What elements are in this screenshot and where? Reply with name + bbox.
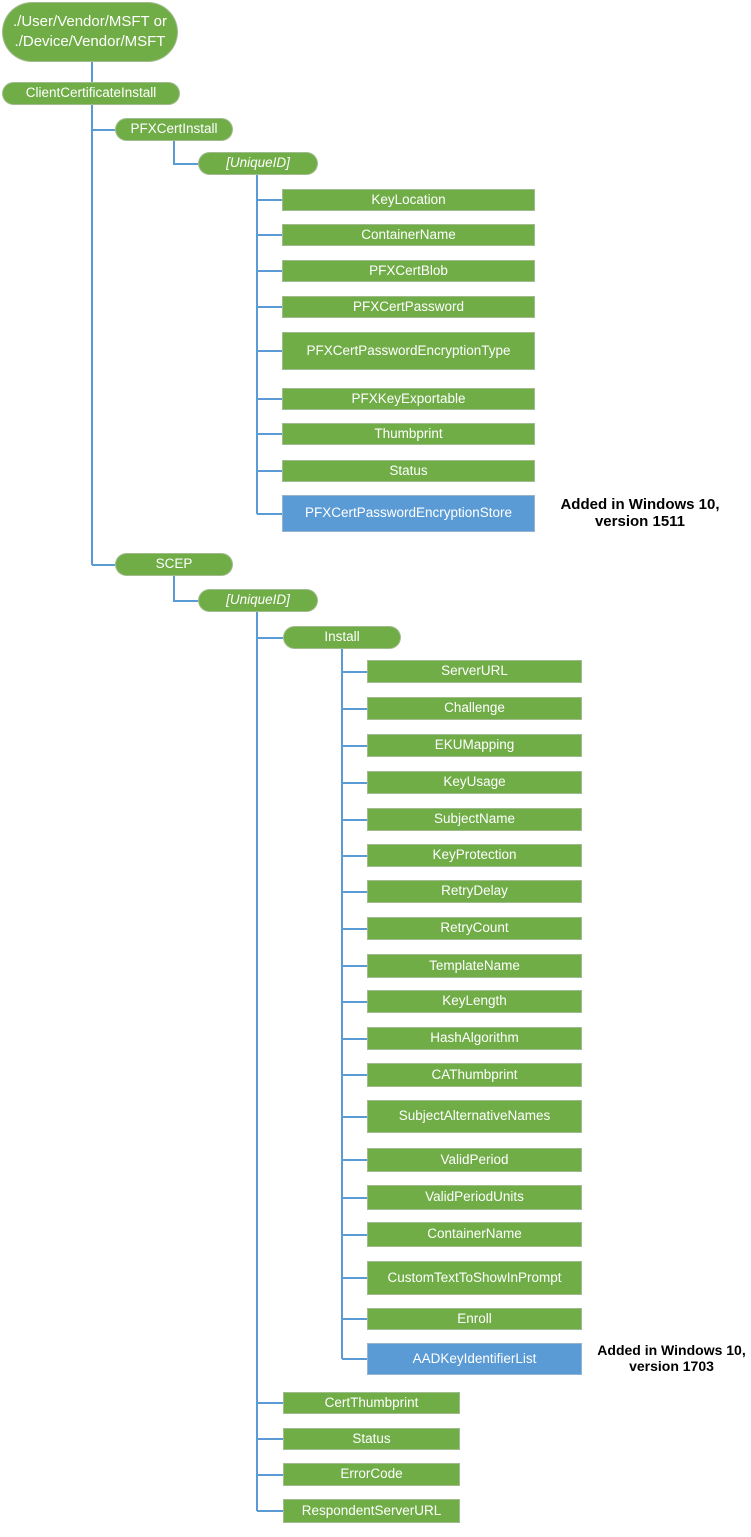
node-customtexttoshowinprompt: CustomTextToShowInPrompt [367, 1261, 582, 1295]
node-scep-uniqueid: [UniqueID] [198, 589, 318, 612]
node-aadkeyidentifierlist: AADKeyIdentifierList [367, 1343, 582, 1375]
node-scep-containername: ContainerName [367, 1222, 582, 1247]
node-pfxcertinstall: PFXCertInstall [115, 118, 233, 141]
node-ekumapping: EKUMapping [367, 734, 582, 757]
connector-install-child-stubs [342, 671, 367, 1360]
node-retrycount: RetryCount [367, 917, 582, 940]
node-pfx-uniqueid: [UniqueID] [198, 152, 318, 175]
node-keyprotection: KeyProtection [367, 844, 582, 867]
node-pfxkeyexportable: PFXKeyExportable [282, 388, 535, 410]
root-path-line2: ./Device/Vendor/MSFT [14, 33, 166, 50]
node-clientcertificateinstall: ClientCertificateInstall [2, 82, 180, 105]
node-pfxcertblob: PFXCertBlob [282, 260, 535, 282]
node-challenge: Challenge [367, 697, 582, 720]
node-subjectalternativenames: SubjectAlternativeNames [367, 1100, 582, 1133]
node-keyusage: KeyUsage [367, 771, 582, 794]
annotation-windows10-1511: Added in Windows 10, version 1511 [560, 496, 720, 531]
node-pfxcertpassword: PFXCertPassword [282, 296, 535, 318]
node-validperiodunits: ValidPeriodUnits [367, 1185, 582, 1210]
connector-pfxcertinstall-to-uniqueid [173, 141, 198, 165]
node-scep-status: Status [283, 1428, 460, 1450]
node-root-path: ./User/Vendor/MSFT or ./Device/Vendor/MS… [2, 2, 178, 62]
connector-pfx-child-stubs [257, 199, 282, 515]
connector-scep-to-uniqueid [173, 576, 198, 602]
node-pfx-containername: ContainerName [282, 224, 535, 246]
node-hashalgorithm: HashAlgorithm [367, 1027, 582, 1050]
node-cathumbprint: CAThumbprint [367, 1063, 582, 1087]
node-install: Install [283, 626, 401, 649]
connector-scep-child-stubs [257, 1402, 283, 1512]
node-thumbprint: Thumbprint [282, 423, 535, 445]
node-pfxcertpasswordencryptiontype: PFXCertPasswordEncryptionType [282, 332, 535, 370]
node-respondentserverurl: RespondentServerURL [283, 1499, 460, 1523]
node-certthumbprint: CertThumbprint [283, 1392, 460, 1414]
node-scep: SCEP [115, 553, 233, 576]
node-subjectname: SubjectName [367, 808, 582, 831]
node-validperiod: ValidPeriod [367, 1148, 582, 1172]
annotation-windows10-1703: Added in Windows 10, version 1703 [597, 1342, 746, 1375]
node-pfx-status: Status [282, 460, 535, 482]
node-enroll: Enroll [367, 1308, 582, 1330]
node-serverurl: ServerURL [367, 660, 582, 683]
node-retrydelay: RetryDelay [367, 880, 582, 903]
node-errorcode: ErrorCode [283, 1463, 460, 1486]
root-path-line1: ./User/Vendor/MSFT or [13, 12, 167, 30]
node-keylocation: KeyLocation [282, 189, 535, 211]
node-pfxcertpasswordencryptionstore: PFXCertPasswordEncryptionStore [282, 495, 535, 532]
node-templatename: TemplateName [367, 954, 582, 978]
node-keylength: KeyLength [367, 990, 582, 1013]
